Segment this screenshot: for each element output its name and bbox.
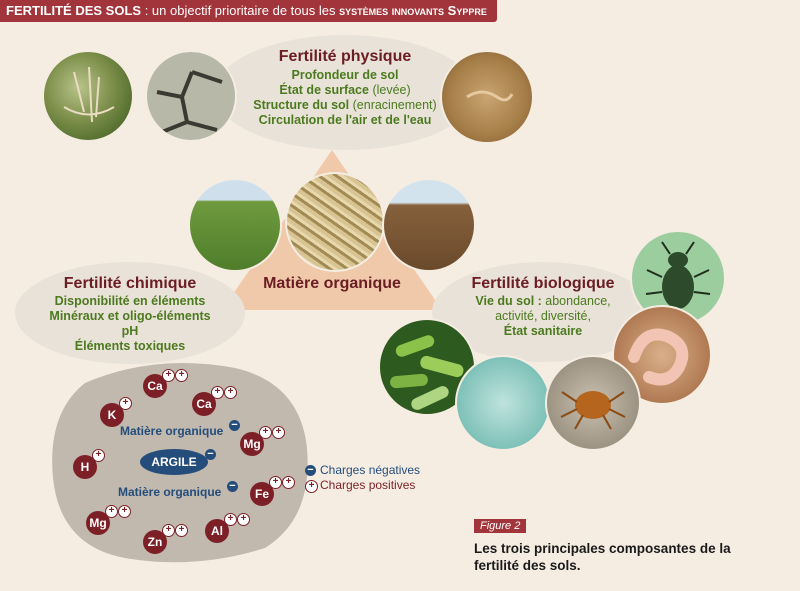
physique-line1: Profondeur de sol	[291, 68, 399, 82]
ion-fe: Fe	[250, 482, 274, 506]
plus-icon: +	[162, 369, 175, 382]
roots-icon	[63, 66, 115, 123]
photo-plowed-field	[382, 178, 476, 272]
biologique-title: Fertilité biologique	[471, 275, 615, 292]
plus-icon: +	[92, 449, 105, 462]
plus-icon: +	[237, 513, 250, 526]
photo-roots	[42, 50, 134, 142]
earthworm-icon	[628, 328, 689, 386]
chimique-line2: Minéraux et oligo-éléments	[49, 309, 211, 323]
chimique-title: Fertilité chimique	[63, 275, 197, 292]
legend-minus-icon: −	[305, 465, 316, 476]
chimique-ellipse	[15, 262, 245, 364]
photo-crop-field	[188, 178, 282, 272]
ion-k: K	[100, 403, 124, 427]
beetle-icon	[645, 241, 711, 309]
plus-icon: +	[175, 524, 188, 537]
photo-straw	[285, 172, 385, 272]
plus-icon: +	[211, 386, 224, 399]
biologique-line3: État sanitaire	[503, 324, 583, 338]
chimique-line3: pH	[121, 324, 139, 338]
minus-icon: −	[205, 449, 216, 460]
legend-negative-charges: Charges négatives	[320, 463, 421, 477]
mite-icon	[560, 391, 626, 430]
photo-microscope	[455, 355, 551, 451]
organique-title: Matière organique	[263, 275, 401, 292]
header-banner: FERTILITÉ DES SOLS : un objectif priorit…	[0, 0, 497, 22]
ion-h: H	[73, 455, 97, 479]
minus-icon: −	[229, 420, 240, 431]
plus-icon: +	[175, 369, 188, 382]
physique-line4: Circulation de l'air et de l'eau	[258, 113, 432, 127]
ion-ca-2: Ca	[192, 392, 216, 416]
plus-icon: +	[272, 426, 285, 439]
figure-caption: Les trois principales composantes de la …	[474, 541, 731, 573]
legend-plus-icon: +	[305, 480, 318, 493]
biologique-line2: activité, diversité,	[495, 309, 591, 323]
physique-title: Fertilité physique	[278, 48, 412, 65]
plus-icon: +	[118, 505, 131, 518]
figure-tag: Figure 2	[474, 519, 527, 533]
plus-icon: +	[269, 476, 282, 489]
argile-label: ARGILE	[140, 449, 208, 475]
bacteria-icon	[390, 335, 464, 410]
photo-soil-worm	[440, 50, 534, 144]
minus-icon: −	[227, 481, 238, 492]
header-subtitle: : un objectif prioritaire de tous les	[141, 3, 340, 18]
plus-icon: +	[224, 513, 237, 526]
worm-icon	[466, 90, 514, 102]
plus-icon: +	[162, 524, 175, 537]
photo-cracked-soil	[145, 50, 237, 142]
plus-icon: +	[105, 505, 118, 518]
plus-icon: +	[224, 386, 237, 399]
plus-icon: +	[282, 476, 295, 489]
organic-matter-label-2: Matière organique	[118, 485, 222, 499]
physique-ellipse	[215, 35, 475, 150]
physique-text: Fertilité physique Profondeur de sol Éta…	[225, 48, 465, 128]
header-title: FERTILITÉ DES SOLS	[6, 3, 142, 18]
organic-matter-label-1: Matière organique	[120, 424, 224, 438]
ion-zn: Zn	[143, 530, 167, 554]
legend-positive-charges: Charges positives	[320, 478, 416, 492]
physique-line3: Structure du sol (enracinement)	[253, 98, 437, 112]
plus-icon: +	[119, 397, 132, 410]
chimique-line1: Disponibilité en éléments	[54, 294, 206, 308]
chimique-text: Fertilité chimique Disponibilité en élém…	[20, 275, 240, 354]
chimique-line4: Éléments toxiques	[74, 339, 186, 353]
header-syppre: systèmes innovants Syppre	[339, 3, 487, 18]
physique-line2: État de surface (levée)	[279, 83, 411, 97]
photo-mite	[545, 355, 641, 451]
photo-bacteria	[378, 318, 476, 416]
cracks-icon	[156, 70, 223, 134]
biologique-line1: Vie du sol : abondance,	[475, 294, 611, 308]
plus-icon: +	[259, 426, 272, 439]
biologique-text: Fertilité biologique Vie du sol : abonda…	[445, 275, 641, 339]
